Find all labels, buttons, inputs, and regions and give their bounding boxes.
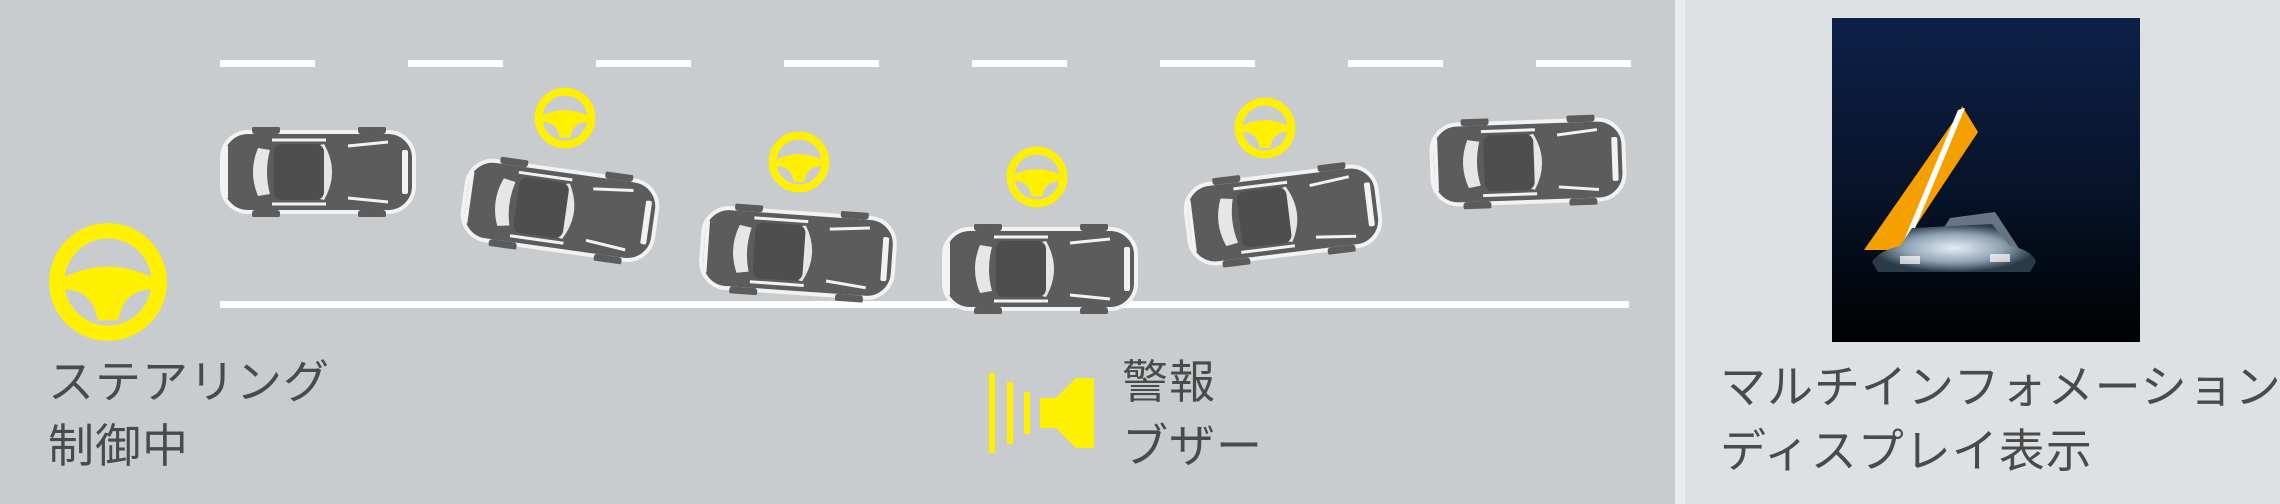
steering-wheel-icon — [1011, 151, 1064, 204]
car-icon — [1430, 113, 1625, 212]
solid-lane-line — [220, 301, 1629, 308]
steering-control-label: ステアリング 制御中 — [48, 350, 330, 478]
steering-wheel-icon — [773, 136, 826, 189]
steering-wheel-icon — [57, 231, 159, 333]
car-icon — [697, 201, 899, 305]
buzzer-label-line1: 警報 — [1122, 355, 1216, 409]
car-icon — [220, 127, 416, 217]
mid-label-line2: ディスプレイ表示 — [1720, 424, 2093, 478]
steering-label-line1: ステアリング — [48, 355, 330, 409]
dashed-lane-line — [220, 60, 1631, 67]
steering-label-line2: 制御中 — [48, 419, 189, 473]
multi-information-display-label: マルチインフォメーション ディスプレイ表示 — [1720, 355, 2280, 483]
steering-wheel-icon — [539, 92, 592, 145]
warning-buzzer-label: 警報 ブザー — [1122, 350, 1263, 478]
car-icon — [942, 224, 1138, 314]
steering-wheel-icon — [1239, 102, 1292, 155]
buzzer-label-line2: ブザー — [1122, 419, 1263, 473]
mid-label-line1: マルチインフォメーション — [1720, 360, 2280, 414]
car-icon — [1180, 158, 1386, 272]
car-icon — [456, 151, 664, 269]
multi-information-display — [1832, 18, 2140, 342]
buzzer-speaker-icon — [989, 373, 1094, 453]
panel-divider — [1675, 0, 1685, 504]
